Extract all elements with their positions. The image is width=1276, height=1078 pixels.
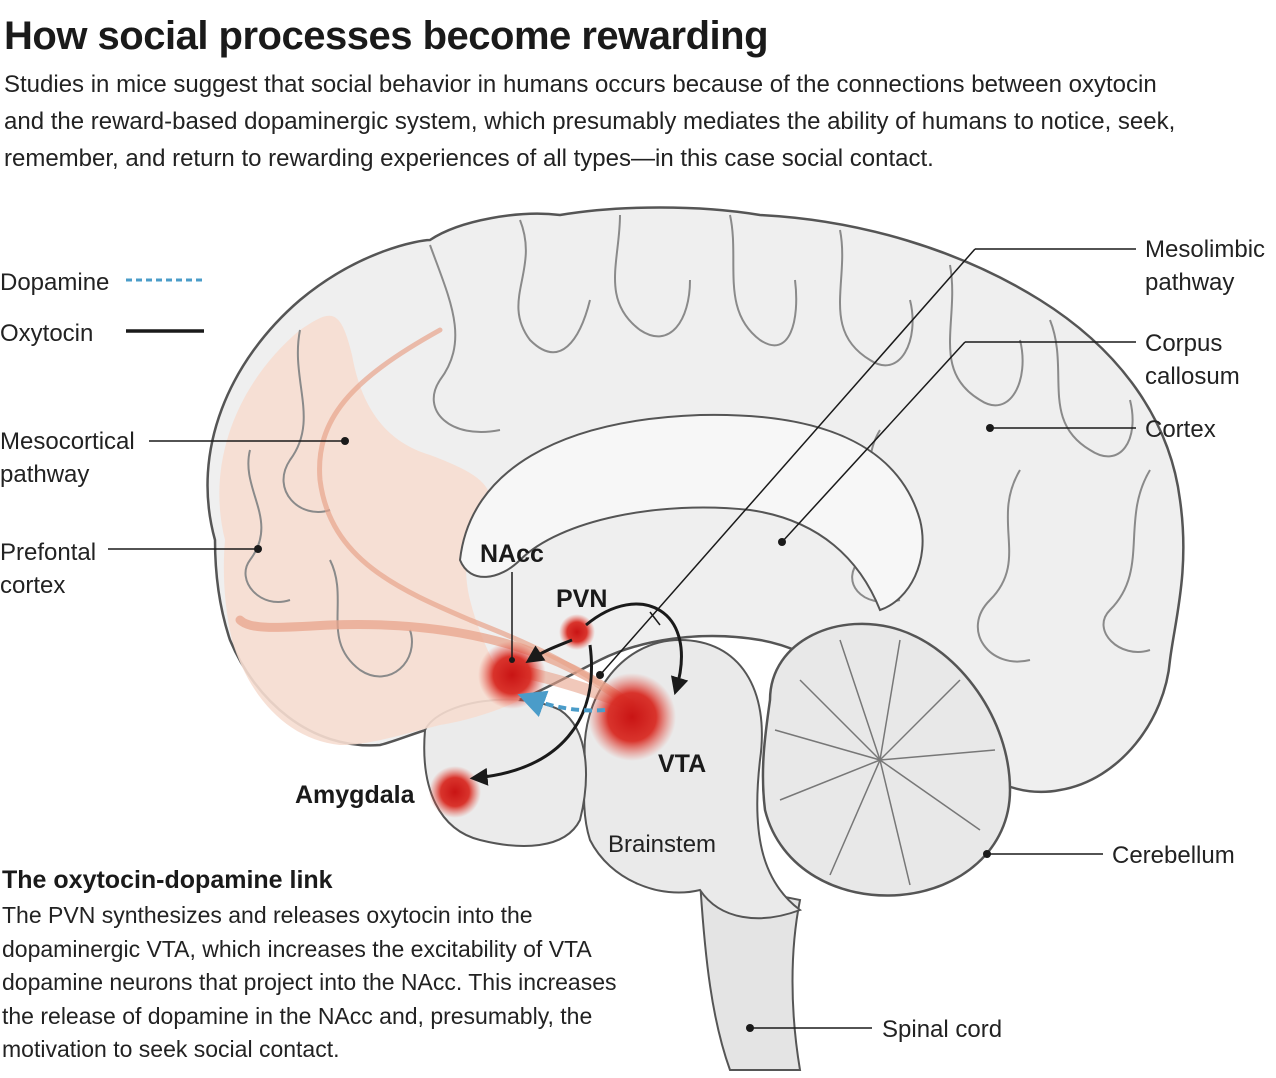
info-line: dopamine neurons that project into the N… xyxy=(2,969,617,996)
oxytocin-arrows xyxy=(469,602,689,786)
corpus-callosum-shape xyxy=(458,413,924,612)
prefrontal-region xyxy=(219,315,520,745)
vta-label: VTA xyxy=(658,750,706,778)
brainstem-label: Brainstem xyxy=(608,831,716,858)
info-line: the release of dopamine in the NAcc and,… xyxy=(2,1002,593,1029)
leader-lines xyxy=(108,248,1136,1029)
spinal-cord-label: Spinal cord xyxy=(882,1016,1002,1043)
vta-hotspot xyxy=(588,673,676,761)
info-line: motivation to seek social contact. xyxy=(2,1036,340,1063)
cortex-label: Cortex xyxy=(1145,416,1216,443)
mesolimbic-label-line2: pathway xyxy=(1145,269,1234,296)
info-line: dopaminergic VTA, which increases the ex… xyxy=(2,935,592,962)
legend: Dopamine Oxytocin xyxy=(0,269,204,347)
spinal-cord-shape xyxy=(698,878,802,1071)
subtitle-line: remember, and return to rewarding experi… xyxy=(4,145,934,172)
subtitle-line: and the reward-based dopaminergic system… xyxy=(4,108,1176,135)
mesolimbic-label-line1: Mesolimbic xyxy=(1145,236,1265,263)
amygdala-hotspot xyxy=(429,766,481,818)
pvn-label: PVN xyxy=(556,585,607,613)
mesocortical-label-line2: pathway xyxy=(0,461,89,488)
mesocortical-label-line1: Mesocortical xyxy=(0,428,135,455)
figure-title: How social processes become rewarding xyxy=(4,14,769,58)
cerebellum-shape xyxy=(761,622,1012,897)
cerebellum-label: Cerebellum xyxy=(1112,842,1235,869)
subtitle-line: Studies in mice suggest that social beha… xyxy=(4,71,1157,98)
corpus-label-line1: Corpus xyxy=(1145,330,1222,357)
corpus-label-line2: callosum xyxy=(1145,363,1240,390)
prefrontal-label-line2: cortex xyxy=(0,572,65,599)
nacc-label: NAcc xyxy=(480,540,544,568)
figure-subtitle: Studies in mice suggest that social beha… xyxy=(4,66,1270,177)
dopamine-arrow xyxy=(517,690,606,717)
info-text: The PVN synthesizes and releases oxytoci… xyxy=(2,899,702,1067)
info-line: The PVN synthesizes and releases oxytoci… xyxy=(2,902,533,928)
info-title: The oxytocin-dopamine link xyxy=(2,866,333,894)
leader-dots xyxy=(254,424,994,1032)
legend-dopamine-label: Dopamine xyxy=(0,269,109,296)
amygdala-label: Amygdala xyxy=(295,781,416,809)
prefrontal-label-line1: Prefontal xyxy=(0,539,96,566)
legend-oxytocin-label: Oxytocin xyxy=(0,320,93,347)
